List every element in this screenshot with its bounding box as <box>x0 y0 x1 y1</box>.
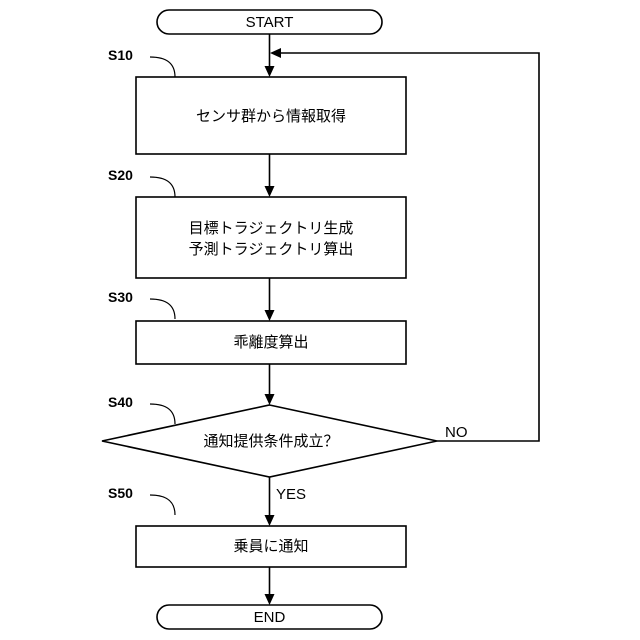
process-text-s20-line2: 予測トラジェクトリ算出 <box>189 240 354 258</box>
arrowhead-s10 <box>265 66 275 77</box>
yes-branch-label: YES <box>276 486 306 503</box>
process-text-s50: 乗員に通知 <box>233 537 308 555</box>
step-leader-s50 <box>150 495 175 515</box>
step-id-s30: S30 <box>108 289 133 305</box>
step-id-s50: S50 <box>108 485 133 501</box>
process-text-s10: センサ群から情報取得 <box>196 107 346 125</box>
arrowhead-s40 <box>265 394 275 405</box>
process-text-s20-line1: 目標トラジェクトリ生成 <box>189 219 354 237</box>
step-id-s20: S20 <box>108 167 133 183</box>
step-leader-s40 <box>150 404 175 424</box>
arrowhead-s30 <box>265 310 275 321</box>
step-leader-s30 <box>150 299 175 319</box>
step-leader-s20 <box>150 177 175 197</box>
yes-branch-arrowhead <box>265 515 275 526</box>
start-label: START <box>246 14 294 31</box>
step-id-s10: S10 <box>108 47 133 63</box>
arrowhead-end <box>265 594 275 605</box>
process-box-s20 <box>136 197 406 278</box>
end-label: END <box>254 609 286 626</box>
step-id-s40: S40 <box>108 394 133 410</box>
step-leader-s10 <box>150 57 175 77</box>
process-text-s30: 乖離度算出 <box>233 333 308 351</box>
arrowhead-s20 <box>265 186 275 197</box>
decision-text-s40: 通知提供条件成立？ <box>203 432 338 450</box>
no-branch-arrowhead <box>270 48 281 58</box>
no-branch-label: NO <box>445 424 468 441</box>
